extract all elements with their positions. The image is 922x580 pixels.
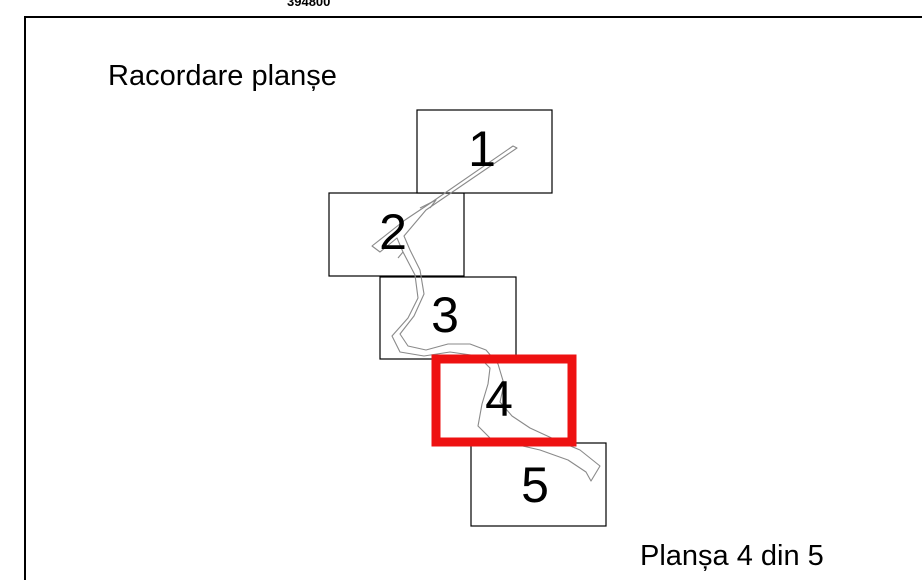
map-frame xyxy=(24,16,922,580)
sheet-box-2[interactable] xyxy=(328,192,465,277)
current-sheet-label: Planșa 4 din 5 xyxy=(640,540,824,572)
sheet-number-5: 5 xyxy=(521,457,549,513)
sheet-number-2: 2 xyxy=(379,204,407,260)
coordinate-label: 394800 xyxy=(287,0,331,9)
sheet-box-1[interactable] xyxy=(416,109,553,194)
sheet-number-3: 3 xyxy=(431,287,459,343)
sheet-box-5[interactable] xyxy=(470,442,607,527)
map-title: Racordare planșe xyxy=(108,60,337,92)
river-corridor-inner xyxy=(397,199,437,259)
sheet-number-1: 1 xyxy=(468,121,496,177)
current-sheet-highlight xyxy=(431,354,577,447)
river-corridor-outline xyxy=(371,145,601,482)
sheet-number-4: 4 xyxy=(485,371,513,427)
